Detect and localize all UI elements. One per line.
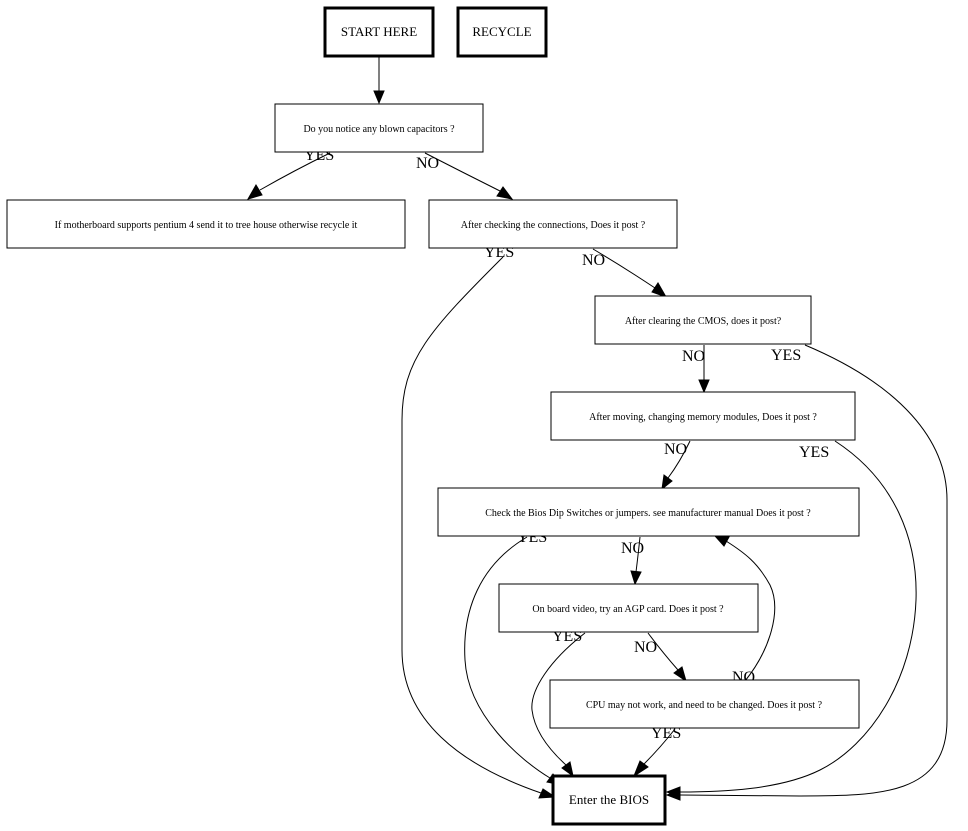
edge-label-no: NO xyxy=(621,540,644,557)
edge-agp-to-bios xyxy=(531,632,586,778)
edge-cmos-to-memory xyxy=(698,345,710,394)
edge-start-to-capacitors xyxy=(373,57,385,105)
node-motherboard: If motherboard supports pentium 4 send i… xyxy=(6,199,406,249)
node-start-label: START HERE xyxy=(341,24,417,39)
node-agp-label: On board video, try an AGP card. Does it… xyxy=(532,604,724,615)
edge-connections-to-bios xyxy=(401,256,557,799)
edge-label-yes: YES xyxy=(651,725,681,742)
node-cmos-label: After clearing the CMOS, does it post? xyxy=(625,316,782,327)
edge-label-no: NO xyxy=(664,441,687,458)
node-motherboard-label: If motherboard supports pentium 4 send i… xyxy=(55,220,358,231)
node-cmos: After clearing the CMOS, does it post? xyxy=(594,295,812,345)
node-bios-label: Enter the BIOS xyxy=(569,792,649,807)
node-agp: On board video, try an AGP card. Does it… xyxy=(498,583,759,633)
edge-label-no: NO xyxy=(682,348,705,365)
edge-agp-to-cpu xyxy=(647,632,687,683)
node-capacitors: Do you notice any blown capacitors ? xyxy=(274,103,484,153)
edge-memory-to-dip xyxy=(661,440,691,491)
node-memory-label: After moving, changing memory modules, D… xyxy=(589,412,817,423)
node-recycle: RECYCLE xyxy=(456,6,548,58)
node-cpu: CPU may not work, and need to be changed… xyxy=(549,679,860,729)
edge-capacitors-to-motherboard xyxy=(246,152,331,200)
node-dip: Check the Bios Dip Switches or jumpers. … xyxy=(437,487,860,537)
node-cpu-label: CPU may not work, and need to be changed… xyxy=(586,700,823,711)
edge-dip-to-bios xyxy=(464,536,564,786)
node-connections-label: After checking the connections, Does it … xyxy=(461,220,646,231)
node-start: START HERE xyxy=(323,6,435,58)
node-recycle-label: RECYCLE xyxy=(472,24,531,39)
edge-label-no: NO xyxy=(582,252,605,269)
edge-label-yes: YES xyxy=(771,347,801,364)
node-bios: Enter the BIOS xyxy=(551,774,667,826)
edge-label-yes: YES xyxy=(799,444,829,461)
node-capacitors-label: Do you notice any blown capacitors ? xyxy=(303,124,455,135)
edge-dip-to-agp xyxy=(630,536,642,586)
edge-capacitors-to-connections xyxy=(424,152,514,200)
edge-label-no: NO xyxy=(634,639,657,656)
edge-label-no: NO xyxy=(416,155,439,172)
node-memory: After moving, changing memory modules, D… xyxy=(550,391,856,441)
edge-memory-to-bios xyxy=(665,440,917,798)
node-connections: After checking the connections, Does it … xyxy=(428,199,678,249)
edge-cpu-to-bios xyxy=(632,728,676,778)
node-dip-label: Check the Bios Dip Switches or jumpers. … xyxy=(485,508,811,519)
edge-connections-to-cmos xyxy=(592,248,668,298)
